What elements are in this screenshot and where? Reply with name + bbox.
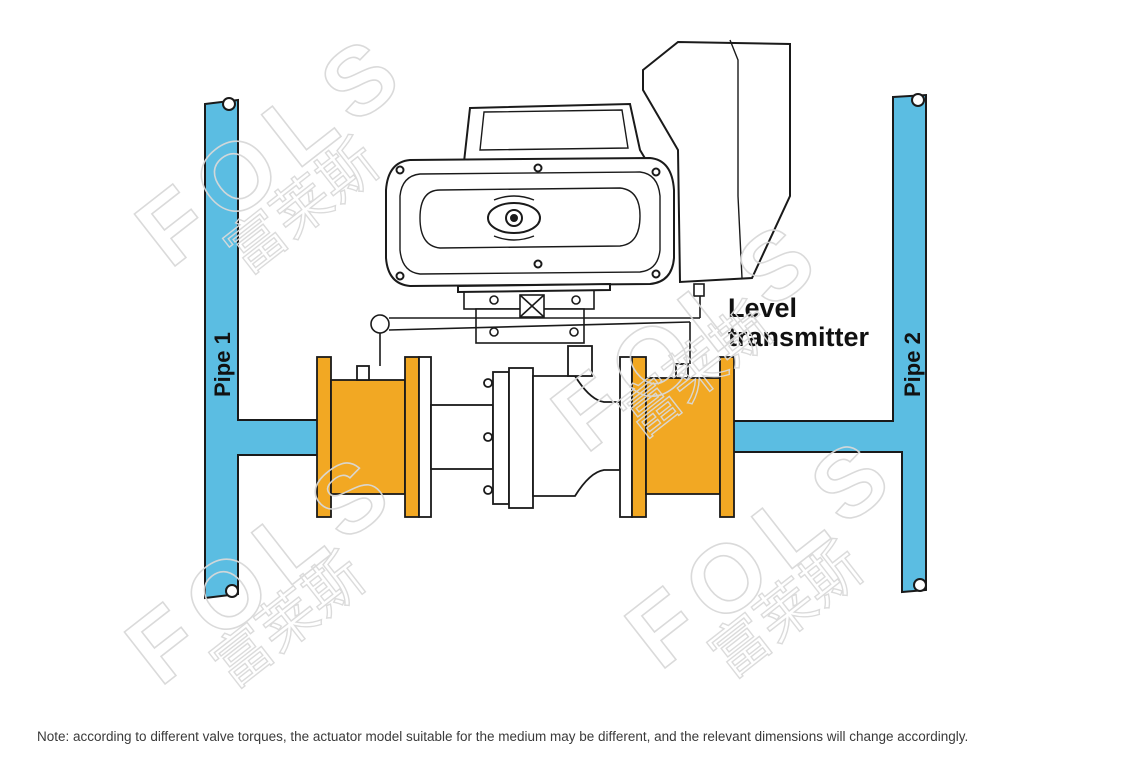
- left-flange-section: [316, 356, 432, 518]
- mounting-bracket: [463, 288, 595, 344]
- pipe-2-label: Pipe 2: [900, 332, 925, 397]
- level-transmitter-label-line2: transmitter: [728, 322, 870, 352]
- valve-body: [483, 345, 621, 509]
- connector-pipe: [430, 404, 494, 470]
- pipe-2: [732, 93, 927, 594]
- level-transmitter-label: Level: [728, 293, 797, 323]
- electric-actuator: [385, 39, 791, 294]
- right-flange-section: [619, 356, 735, 518]
- footnote: Note: according to different valve torqu…: [37, 729, 969, 744]
- pipe-1-label: Pipe 1: [210, 332, 235, 397]
- level-transmitter: [370, 283, 705, 366]
